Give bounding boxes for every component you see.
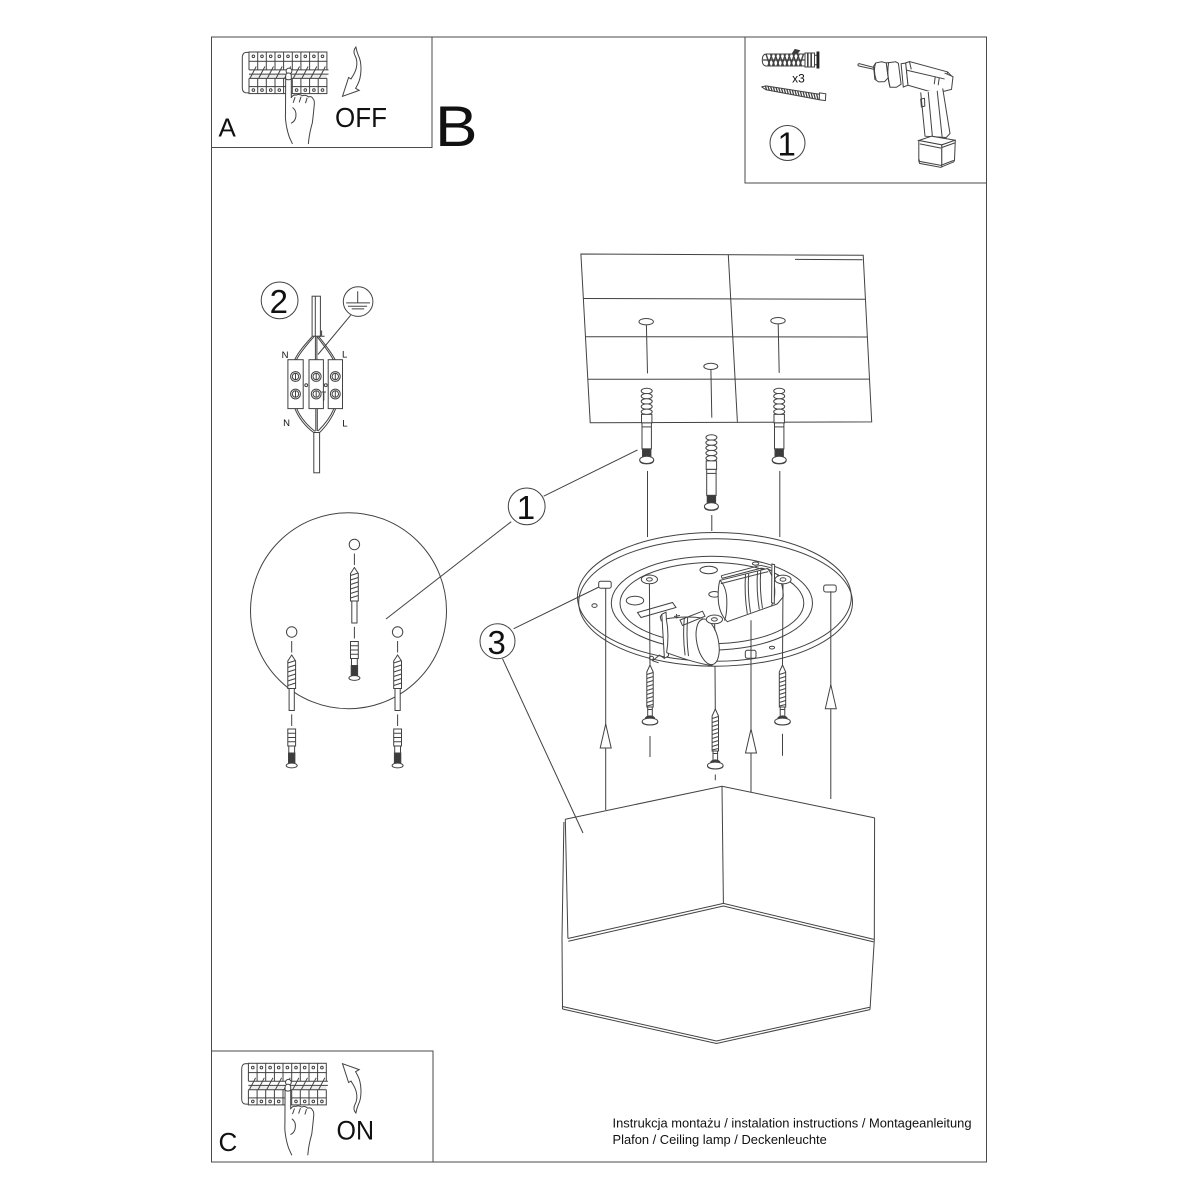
svg-text:OFF: OFF [335,102,387,133]
svg-text:1: 1 [778,126,796,163]
svg-text:ON: ON [337,1116,375,1146]
svg-text:Instrukcja montażu / instalati: Instrukcja montażu / instalation instruc… [613,1116,972,1131]
svg-text:B: B [435,94,478,158]
svg-text:L: L [342,418,347,429]
svg-text:L: L [342,350,347,361]
svg-text:N: N [283,418,290,429]
svg-text:N: N [282,350,289,361]
svg-text:3: 3 [488,624,506,661]
svg-text:Plafon / Ceiling lamp / Decken: Plafon / Ceiling lamp / Deckenleuchte [613,1132,827,1147]
svg-text:1: 1 [517,489,535,526]
svg-text:A: A [219,113,237,143]
svg-text:x3: x3 [792,72,805,86]
svg-text:C: C [219,1127,238,1157]
svg-text:2: 2 [270,283,288,320]
